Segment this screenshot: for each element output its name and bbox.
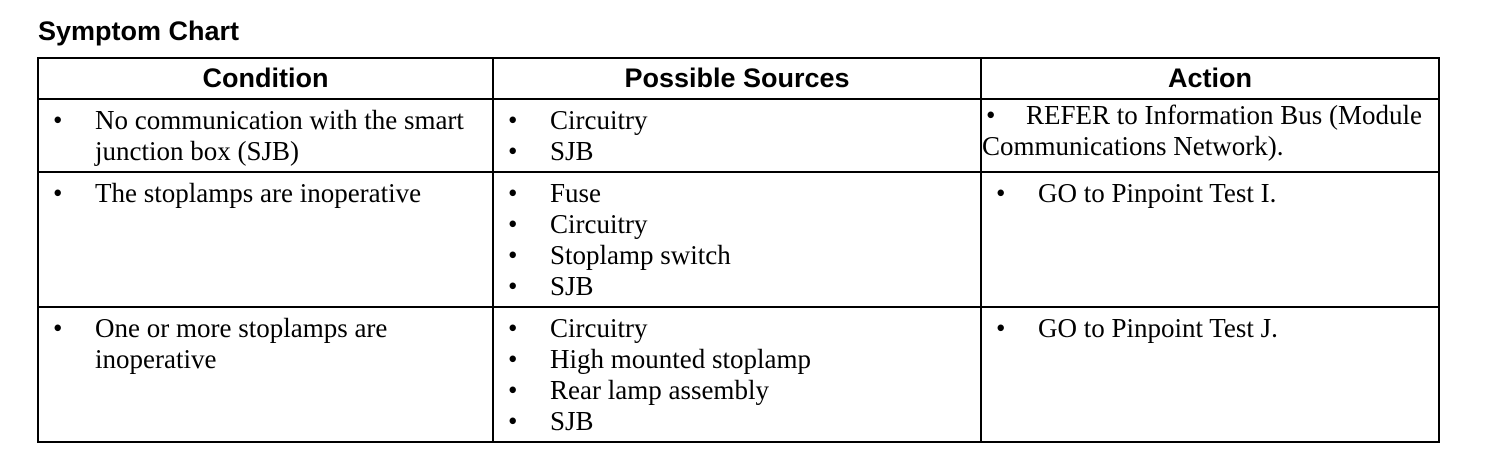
list-item: • SJB bbox=[494, 136, 980, 167]
source-text: SJB bbox=[550, 271, 594, 301]
symptom-chart-table: Condition Possible Sources Action • No c… bbox=[37, 57, 1440, 443]
table-row: • The stoplamps are inoperative • Fuse • C… bbox=[37, 171, 1440, 308]
condition-text: No communication with the smart junction… bbox=[95, 105, 464, 166]
bullet-icon: • bbox=[508, 240, 518, 270]
table-row: • One or more stoplamps are inoperative … bbox=[37, 306, 1440, 443]
source-text: Circuitry bbox=[550, 105, 648, 135]
bullet-icon: • bbox=[53, 178, 63, 208]
bullet-icon: • bbox=[986, 100, 996, 130]
list-item: • One or more stoplamps are inoperative bbox=[39, 313, 492, 375]
bullet-icon: • bbox=[508, 209, 518, 239]
bullet-icon: • bbox=[996, 178, 1006, 208]
bullet-icon: • bbox=[508, 375, 518, 405]
condition-list: • One or more stoplamps are inoperative bbox=[39, 308, 492, 379]
bullet-icon: • bbox=[996, 313, 1006, 343]
list-item: • Circuitry bbox=[494, 313, 980, 344]
bullet-icon: • bbox=[508, 105, 518, 135]
sources-cell: • Circuitry • High mounted stoplamp • Rear … bbox=[492, 306, 982, 443]
bullet-icon: • bbox=[53, 105, 63, 135]
bullet-icon: • bbox=[508, 344, 518, 374]
bullet-icon: • bbox=[508, 178, 518, 208]
bullet-icon: • bbox=[508, 271, 518, 301]
action-list: • GO to Pinpoint Test J. bbox=[982, 308, 1438, 348]
sources-list: • Fuse • Circuitry • Stoplamp switch • SJB bbox=[494, 173, 980, 306]
bullet-icon: • bbox=[53, 313, 63, 343]
page-title: Symptom Chart bbox=[38, 16, 240, 46]
sources-list: • Circuitry • High mounted stoplamp • Rear … bbox=[494, 308, 980, 441]
source-text: Circuitry bbox=[550, 209, 648, 239]
source-text: Rear lamp assembly bbox=[550, 375, 769, 405]
action-cell: • GO to Pinpoint Test J. bbox=[980, 306, 1440, 443]
sources-cell: • Fuse • Circuitry • Stoplamp switch • SJB bbox=[492, 171, 982, 308]
condition-list: • The stoplamps are inoperative bbox=[39, 173, 492, 213]
action-text: REFER to Information Bus (Module Communi… bbox=[982, 100, 1422, 161]
list-item: • No communication with the smart juncti… bbox=[39, 105, 492, 167]
action-cell: •REFER to Information Bus (Module Commun… bbox=[980, 98, 1440, 173]
list-item: • High mounted stoplamp bbox=[494, 344, 980, 375]
action-text: GO to Pinpoint Test J. bbox=[1038, 313, 1278, 343]
list-item: • GO to Pinpoint Test I. bbox=[982, 178, 1438, 209]
condition-cell: • The stoplamps are inoperative bbox=[37, 171, 494, 308]
list-item: • Fuse bbox=[494, 178, 980, 209]
list-item: • SJB bbox=[494, 271, 980, 302]
source-text: Stoplamp switch bbox=[550, 240, 731, 270]
action-list: •REFER to Information Bus (Module Commun… bbox=[982, 100, 1438, 166]
column-header-condition: Condition bbox=[37, 57, 494, 100]
condition-text: The stoplamps are inoperative bbox=[95, 178, 422, 208]
list-item: • Stoplamp switch bbox=[494, 240, 980, 271]
source-text: Circuitry bbox=[550, 313, 648, 343]
action-cell: • GO to Pinpoint Test I. bbox=[980, 171, 1440, 308]
bullet-icon: • bbox=[508, 406, 518, 436]
source-text: Fuse bbox=[550, 178, 602, 208]
source-text: High mounted stoplamp bbox=[550, 344, 811, 374]
list-item: • Circuitry bbox=[494, 105, 980, 136]
condition-text: One or more stoplamps are inoperative bbox=[95, 313, 388, 374]
list-item: • GO to Pinpoint Test J. bbox=[982, 313, 1438, 344]
column-header-possible-sources: Possible Sources bbox=[492, 57, 982, 100]
sources-list: • Circuitry • SJB bbox=[494, 100, 980, 171]
sources-cell: • Circuitry • SJB bbox=[492, 98, 982, 173]
condition-list: • No communication with the smart juncti… bbox=[39, 100, 492, 171]
source-text: SJB bbox=[550, 406, 594, 436]
table-header-row: Condition Possible Sources Action bbox=[37, 57, 1440, 100]
condition-cell: • No communication with the smart juncti… bbox=[37, 98, 494, 173]
table-row: • No communication with the smart juncti… bbox=[37, 98, 1440, 173]
source-text: SJB bbox=[550, 136, 594, 166]
bullet-icon: • bbox=[508, 136, 518, 166]
list-item: • Rear lamp assembly bbox=[494, 375, 980, 406]
list-item: • Circuitry bbox=[494, 209, 980, 240]
list-item: • SJB bbox=[494, 406, 980, 437]
column-header-action: Action bbox=[980, 57, 1440, 100]
action-text: GO to Pinpoint Test I. bbox=[1038, 178, 1277, 208]
action-list: • GO to Pinpoint Test I. bbox=[982, 173, 1438, 213]
list-item: • The stoplamps are inoperative bbox=[39, 178, 492, 209]
list-item: •REFER to Information Bus (Module Commun… bbox=[982, 100, 1438, 162]
condition-cell: • One or more stoplamps are inoperative bbox=[37, 306, 494, 443]
bullet-icon: • bbox=[508, 313, 518, 343]
